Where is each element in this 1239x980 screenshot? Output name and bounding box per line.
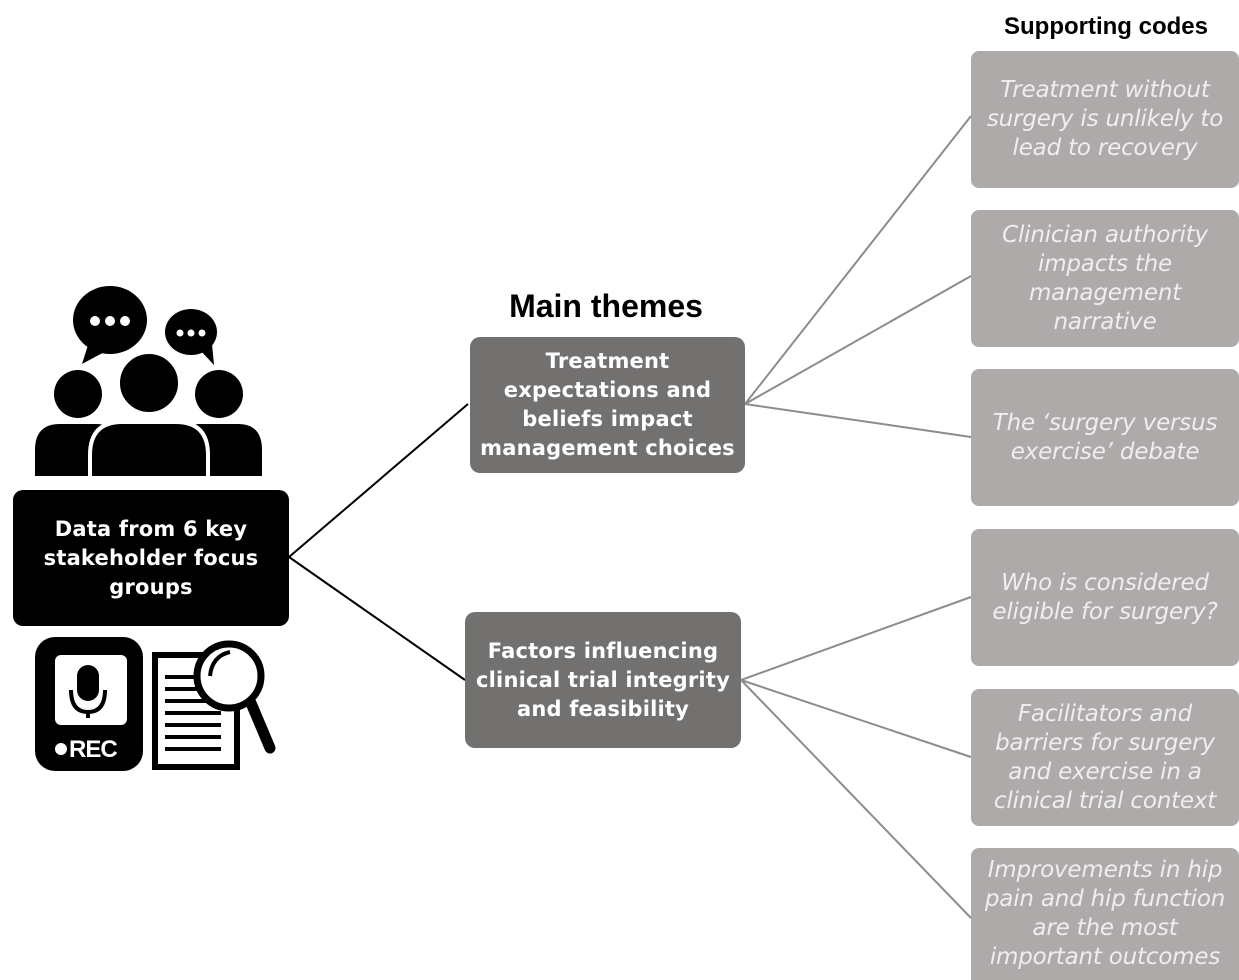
connector-theme2-code-2	[740, 679, 972, 758]
theme-box-2: Factors influencing clinical trial integ…	[465, 612, 741, 748]
source-box: Data from 6 key stakeholder focus groups	[13, 490, 289, 626]
connector-theme1-code-1	[744, 115, 972, 405]
connector-theme1-code-2	[744, 275, 972, 405]
theme-box-1: Treatment expectations and beliefs impac…	[470, 337, 745, 473]
main-themes-heading: Main themes	[509, 288, 703, 324]
connector-theme2-code-3	[740, 679, 972, 919]
code-box-2-3: Improvements in hip pain and hip functio…	[971, 848, 1239, 980]
code-box-2-2: Facilitators and barriers for surgery an…	[971, 689, 1239, 826]
supporting-codes-heading: Supporting codes	[1004, 13, 1208, 40]
rec-label: REC	[69, 736, 118, 763]
code-box-2-1: Who is considered eligible for surgery?	[971, 529, 1239, 666]
code-box-1-1: Treatment without surgery is unlikely to…	[971, 51, 1239, 188]
code-box-1-2: Clinician authority impacts the manageme…	[971, 210, 1239, 347]
connector-theme1-code-3	[744, 403, 972, 438]
connector-source-theme-1	[288, 403, 469, 558]
connector-theme2-code-1	[740, 596, 972, 681]
code-box-1-3: The ‘surgery versus exercise’ debate	[971, 369, 1239, 506]
connector-source-theme-2	[288, 556, 466, 681]
